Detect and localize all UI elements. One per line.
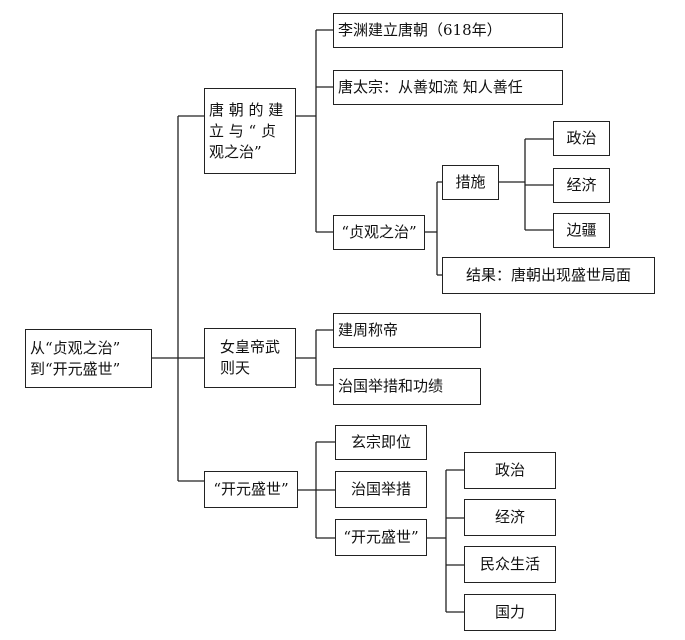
prosperity-livelihood-node: 民众生活 <box>464 546 556 583</box>
li-yuan-label: 李渊建立唐朝（618年） <box>338 21 502 39</box>
li-yuan-node: 李渊建立唐朝（618年） <box>333 13 563 48</box>
wu-achievements-label: 治国举措和功绩 <box>338 377 444 395</box>
kaiyuan-label: “开元盛世” <box>213 480 289 498</box>
root-node: 从“贞观之治” 到“开元盛世” <box>25 329 152 388</box>
xuanzong-node: 玄宗即位 <box>335 425 427 460</box>
measure-economy-node: 经济 <box>553 168 610 203</box>
wuzetian-node: 女皇帝武 则天 <box>204 328 296 388</box>
kaiyuan-node: “开元盛世” <box>204 471 298 508</box>
result-node: 结果：唐朝出现盛世局面 <box>442 257 655 294</box>
tang-label-line-1: 唐 朝 的 建 <box>209 100 284 119</box>
wu-achievements-node: 治国举措和功绩 <box>333 368 481 405</box>
governance-node: 治国举措 <box>335 471 427 508</box>
wuzetian-label-line-2: 则天 <box>219 359 250 377</box>
measure-frontier-label: 边疆 <box>566 221 597 239</box>
found-zhou-label: 建周称帝 <box>338 321 399 339</box>
root-line-1: 从“贞观之治” <box>30 338 121 357</box>
prosperity-node: “开元盛世” <box>335 519 427 556</box>
prosperity-label: “开元盛世” <box>343 528 419 546</box>
prosperity-livelihood-label: 民众生活 <box>479 555 540 573</box>
measure-politics-label: 政治 <box>566 129 597 147</box>
prosperity-politics-label: 政治 <box>494 461 525 479</box>
root-line-2: 到“开元盛世” <box>30 359 121 378</box>
tang-label-line-3: 观之治” <box>209 142 262 161</box>
wuzetian-label-line-1: 女皇帝武 <box>219 338 280 356</box>
zhenguan-node: “贞观之治” <box>333 215 425 250</box>
prosperity-economy-node: 经济 <box>464 499 556 536</box>
taizong-label: 唐太宗：从善如流 知人善任 <box>338 78 523 96</box>
measures-node: 措施 <box>442 165 499 200</box>
prosperity-power-node: 国力 <box>464 594 556 631</box>
measure-frontier-node: 边疆 <box>553 213 610 248</box>
taizong-node: 唐太宗：从善如流 知人善任 <box>333 70 563 105</box>
prosperity-economy-label: 经济 <box>494 508 525 526</box>
governance-label: 治国举措 <box>350 480 411 498</box>
xuanzong-label: 玄宗即位 <box>350 433 411 451</box>
prosperity-power-label: 国力 <box>494 603 525 621</box>
prosperity-politics-node: 政治 <box>464 452 556 489</box>
measure-economy-label: 经济 <box>566 176 597 194</box>
measures-label: 措施 <box>455 173 486 191</box>
measure-politics-node: 政治 <box>553 121 610 156</box>
tang-founding-node: 唐 朝 的 建 立 与 “ 贞 观之治” <box>204 88 296 174</box>
found-zhou-node: 建周称帝 <box>333 313 481 348</box>
result-label: 结果：唐朝出现盛世局面 <box>465 266 631 284</box>
zhenguan-label: “贞观之治” <box>341 223 417 241</box>
tang-label-line-2: 立 与 “ 贞 <box>209 121 276 140</box>
